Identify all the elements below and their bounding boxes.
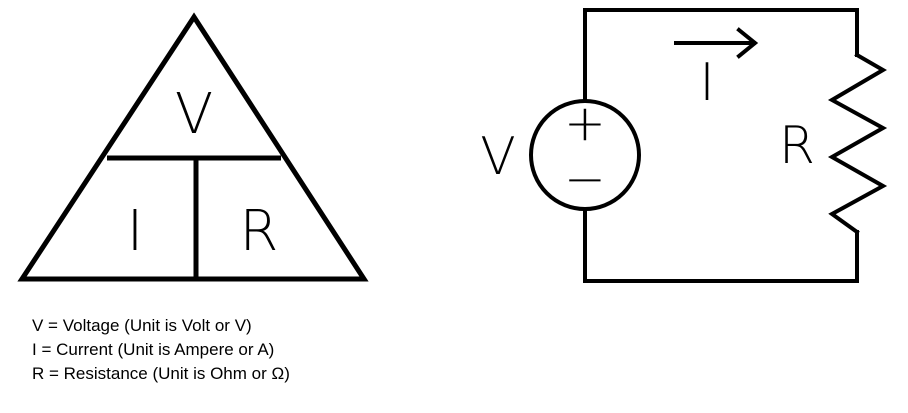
- resistor-icon: [827, 52, 888, 235]
- triangle-resistance-symbol: R: [240, 199, 279, 264]
- circuit-resistance-label: R: [779, 116, 815, 176]
- circuit-wire: [583, 8, 859, 283]
- triangle-voltage-symbol: V: [175, 82, 213, 147]
- legend-current: I = Current (Unit is Ampere or A): [32, 340, 275, 359]
- circuit-voltage-label: V: [480, 127, 516, 187]
- voltage-source-icon: [529, 99, 641, 211]
- current-arrow-head: [736, 27, 759, 59]
- circuit: [529, 8, 888, 283]
- source-plus-sign: +: [564, 94, 606, 152]
- circuit-current-label: I: [699, 53, 714, 113]
- legend-voltage: V = Voltage (Unit is Volt or V): [32, 316, 252, 335]
- ohms-law-triangle: [17, 12, 369, 282]
- triangle-current-symbol: I: [127, 199, 144, 264]
- legend-resistance: R = Resistance (Unit is Ohm or Ω): [32, 364, 290, 383]
- triangle-outline: [17, 12, 369, 282]
- source-minus-sign: −: [564, 150, 606, 208]
- variable-legend: V = Voltage (Unit is Volt or V) I = Curr…: [32, 314, 290, 386]
